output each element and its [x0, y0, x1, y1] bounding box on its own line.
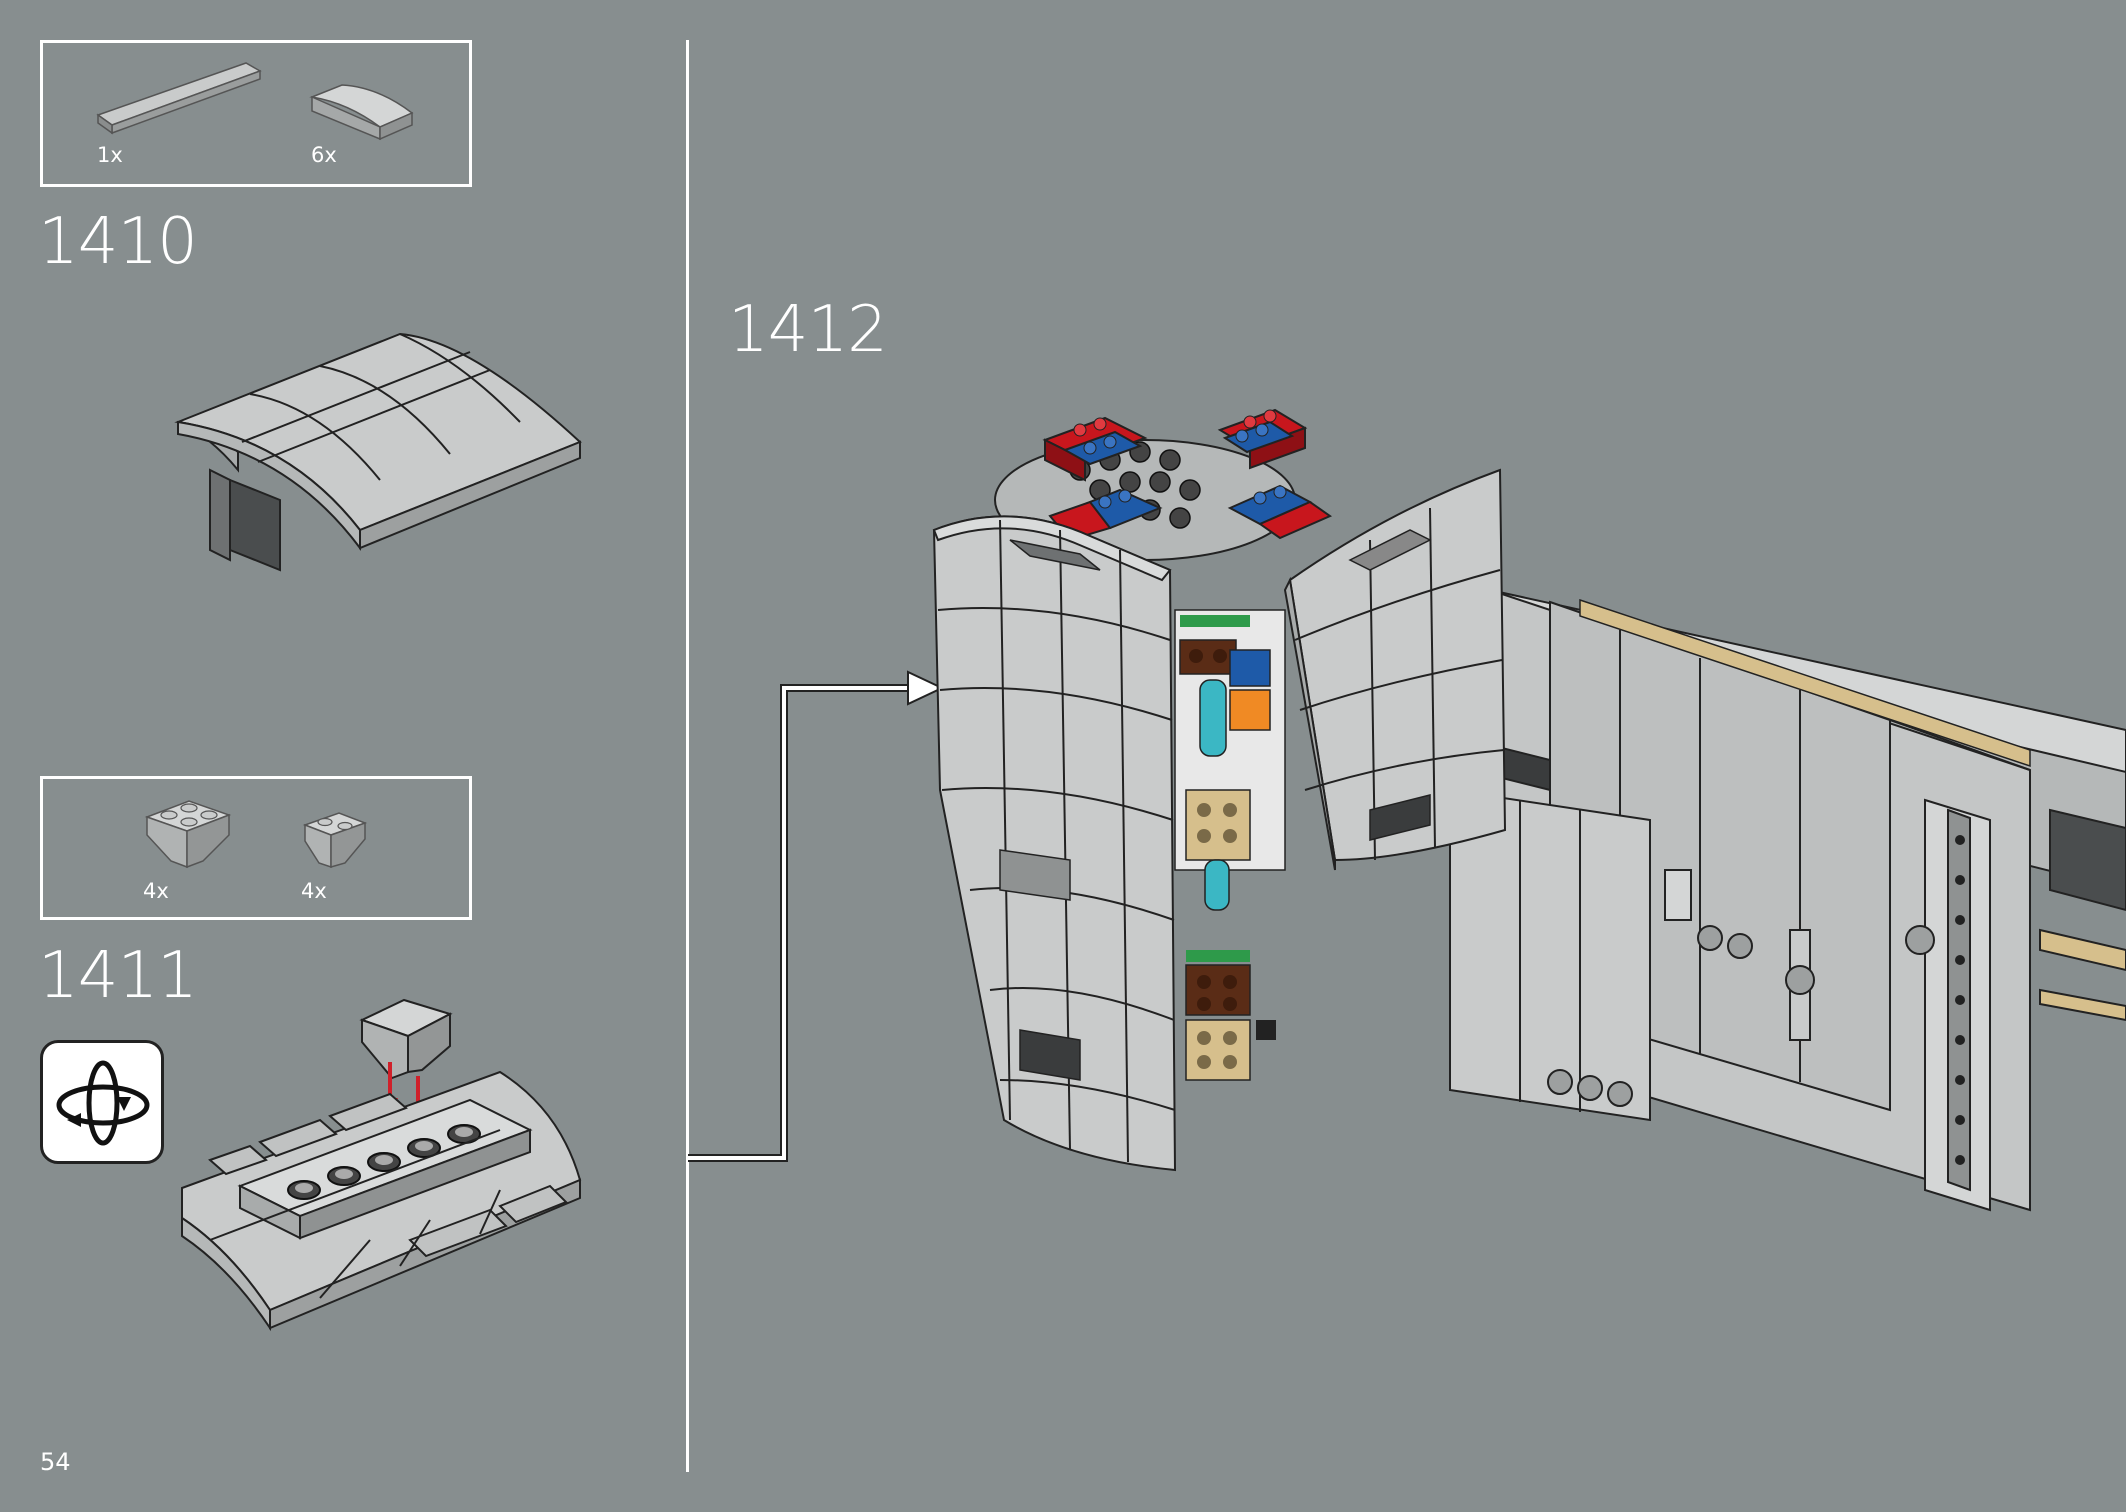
connector-arrow	[688, 670, 945, 1162]
part-qty-1411-a: 4x	[143, 879, 169, 903]
step-number-1410: 1410	[38, 205, 198, 279]
inverted-slope-1x2-icon	[302, 812, 368, 869]
page-number: 54	[40, 1448, 71, 1476]
parts-callout-1411: 4x 4x	[40, 776, 472, 920]
inverted-slope-2x2-icon	[144, 800, 232, 869]
step-1412-assembly	[932, 408, 2126, 1212]
part-qty-1410-b: 6x	[311, 143, 337, 167]
part-qty-1410-a: 1x	[97, 143, 123, 167]
part-qty-1411-b: 4x	[301, 879, 327, 903]
step-1411-assembly	[181, 998, 582, 1332]
parts-callout-1410: 1x 6x	[40, 40, 472, 187]
step-number-1412: 1412	[728, 293, 888, 367]
rotate-model-icon	[40, 1040, 164, 1164]
flat-tile-long-icon	[96, 62, 262, 135]
step-number-1411: 1411	[38, 939, 198, 1013]
curved-slope-icon	[309, 84, 414, 141]
step-1410-assembly	[174, 332, 582, 572]
page-divider	[686, 40, 689, 1472]
